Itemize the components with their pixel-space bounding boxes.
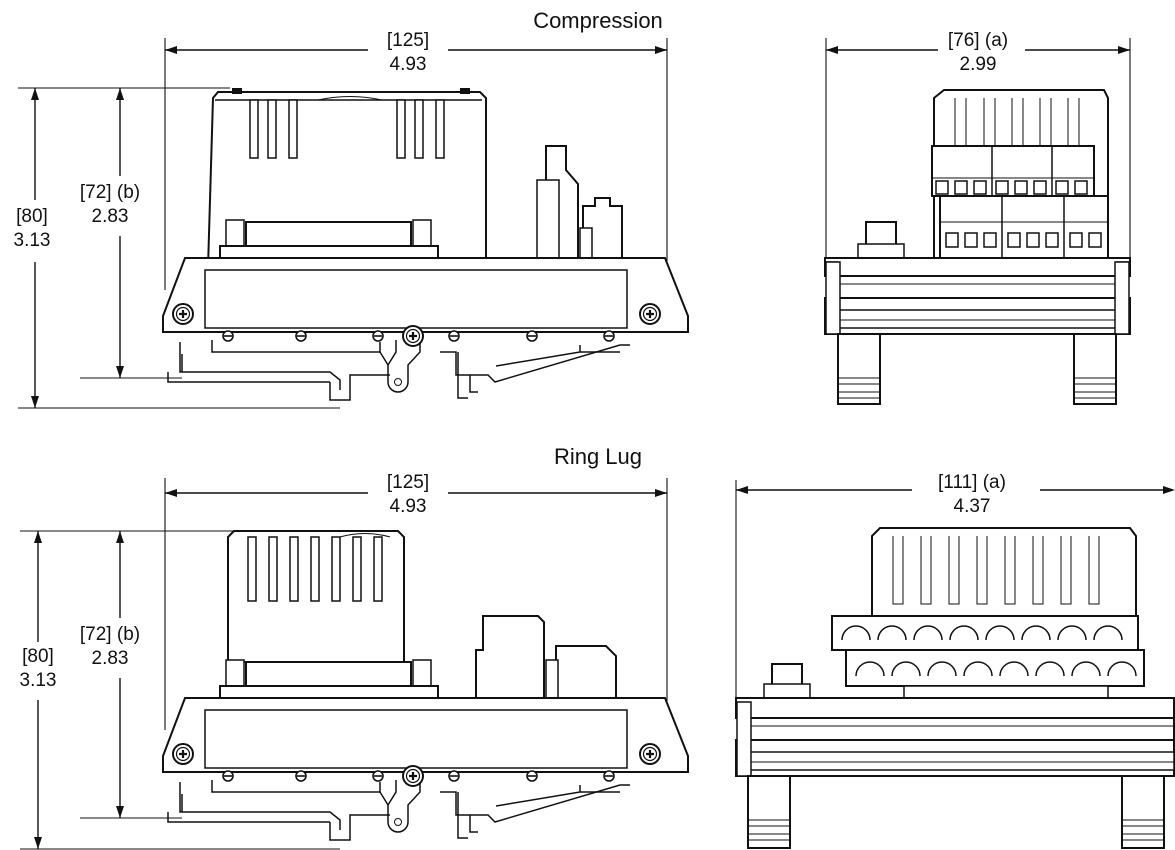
section-title-compression: Compression [533,8,663,33]
ring-lug-clamps-side [247,536,383,602]
compression-overall-height-dimension: [80] 3.13 [14,87,340,409]
dimension-label-inch: 4.93 [390,496,427,517]
compression-section: Compression [125] 4.93 [80] 3.13 [72] (b… [14,8,1131,409]
ring-lug-end-width-dimension: [111] (a) 4.37 [735,472,1175,700]
ring-lug-section: Ring Lug [125] 4.93 [80] 3.13 [72] (b) 2… [20,444,1175,850]
dimension-label-inch: 2.83 [92,648,129,669]
dimension-label-mm: [76] (a) [948,30,1008,51]
wire-clamps-left [249,99,445,159]
dimension-label-mm: [111] (a) [938,472,1006,493]
dimension-label-inch: 4.37 [954,496,991,517]
dimension-label-mm: [125] [387,30,429,51]
ring-lug-clamps-end [892,536,1100,605]
dimension-label-mm: [80] [22,646,54,667]
dimension-label-inch: 3.13 [14,230,51,251]
compression-end-view [824,89,1131,405]
dimension-label-mm: [80] [16,206,48,227]
ring-lug-screws-upper [841,625,1123,641]
compression-body-height-dimension: [72] (b) 2.83 [80,87,230,379]
compression-end-width-dimension: [76] (a) 2.99 [825,30,1131,260]
dimension-label-inch: 3.13 [20,670,57,691]
ring-lug-side-width-dimension: [125] 4.93 [164,472,668,730]
terminal-openings-upper [935,180,1088,195]
compression-side-width-dimension: [125] 4.93 [164,30,668,290]
ring-lug-end-view [735,527,1175,849]
ring-lug-side-view [163,530,688,840]
dimension-label-inch: 2.83 [92,206,129,227]
terminal-openings-lower [945,232,1102,248]
ring-lug-body-height-dimension: [72] (b) 2.83 [80,530,234,819]
ring-lug-screws-lower [855,661,1137,677]
dimension-label-mm: [72] (b) [80,624,140,645]
dimension-label-mm: [125] [387,472,429,493]
wire-clamps-end [954,98,1080,146]
dimension-label-inch: 4.93 [390,54,427,75]
dimension-label-mm: [72] (b) [80,182,140,203]
dimension-label-inch: 2.99 [960,54,997,75]
section-title-ring-lug: Ring Lug [554,444,642,469]
compression-side-view [163,88,688,400]
